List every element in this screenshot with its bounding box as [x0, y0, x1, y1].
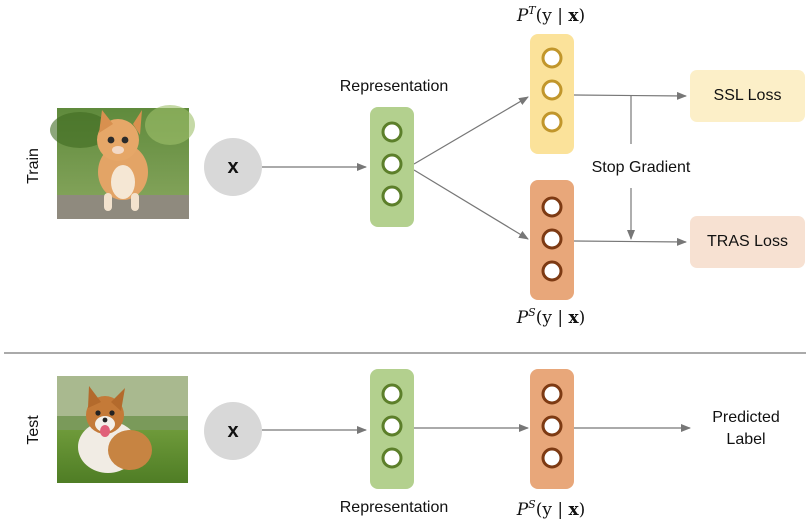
predicted-label-line2: Label: [726, 431, 766, 448]
student-probability-label-train: PS(y | x): [516, 306, 586, 328]
teacher-prob-superscript: T: [528, 4, 536, 17]
tras-loss-label: TRAS Loss: [707, 233, 788, 250]
teacher-prob-args: (y |: [535, 6, 569, 26]
teacher-prob-xvar: x: [568, 6, 579, 26]
stop-gradient-label: Stop Gradient: [591, 159, 691, 176]
tras-loss-box: TRAS Loss: [690, 216, 805, 268]
student-prob-args-train: (y |: [535, 308, 569, 328]
student-probability-label-test: PS(y | x): [516, 498, 586, 520]
corgi-image: [57, 376, 188, 483]
arrow-teacher-to-ssl-loss: [573, 91, 687, 100]
representation-block-test: [370, 369, 414, 489]
predicted-label: Predicted Label: [712, 407, 780, 451]
representation-label-train: Representation: [339, 78, 449, 95]
teacher-prob-symbol: P: [516, 6, 529, 26]
input-node-test: x: [204, 402, 262, 460]
arrow-representation-to-student: [413, 169, 529, 240]
arrow-representation-to-teacher: [413, 96, 529, 165]
ssl-loss-box: SSL Loss: [690, 70, 805, 122]
test-row-label: Test: [25, 415, 42, 445]
representation-label-test: Representation: [339, 499, 449, 516]
student-prob-close-train: ): [578, 308, 586, 328]
student-prob-superscript-test: S: [528, 498, 536, 511]
student-prob-close-test: ): [578, 500, 586, 520]
input-node-train: x: [204, 138, 262, 196]
teacher-block: [530, 34, 574, 154]
student-prob-superscript-train: S: [528, 306, 536, 319]
arrow-student-to-tras-loss: [573, 237, 687, 246]
ssl-loss-label: SSL Loss: [713, 87, 782, 104]
student-prob-symbol-test: P: [516, 500, 529, 520]
train-row-label: Train: [25, 148, 42, 184]
student-prob-xvar-test: x: [568, 500, 579, 520]
representation-block-train: [370, 107, 414, 227]
student-prob-symbol-train: P: [516, 308, 529, 328]
student-prob-args-test: (y |: [535, 500, 569, 520]
teacher-probability-label: PT(y | x): [516, 4, 586, 26]
kitten-image: [50, 105, 195, 219]
teacher-prob-close: ): [578, 6, 586, 26]
predicted-label-line1: Predicted: [712, 409, 780, 426]
student-block-test: [530, 369, 574, 489]
student-block-train: [530, 180, 574, 300]
student-prob-xvar-train: x: [568, 308, 579, 328]
